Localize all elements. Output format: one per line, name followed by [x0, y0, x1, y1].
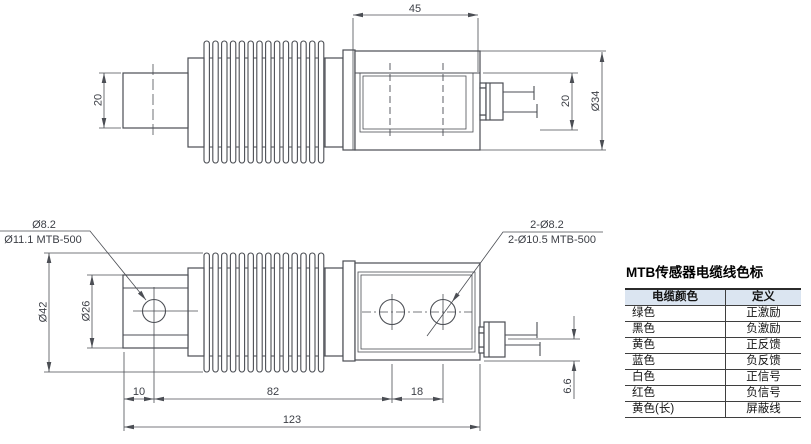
dim-dia34: Ø34	[480, 50, 606, 151]
dim-123-label: 123	[283, 414, 301, 426]
definition-cell: 负反馈	[725, 353, 801, 370]
definition-cell: 正激励	[725, 305, 801, 322]
header-definition: 定义	[725, 289, 801, 306]
dim-20-right: 20	[483, 72, 578, 131]
cable-color-cell: 黑色	[625, 321, 726, 338]
dim-dia42-label: Ø42	[38, 302, 50, 323]
step-block	[187, 267, 205, 357]
cable-color-table: 电缆颜色 定义 绿色 正激励 黑色 负激励 黄色 正反馈 蓝色	[625, 288, 801, 418]
main-body	[354, 262, 481, 361]
pocket-inner	[362, 75, 467, 130]
dim-18-label: 18	[411, 386, 423, 398]
left-shaft	[122, 72, 189, 129]
cable-gland-bottom	[478, 321, 506, 358]
main-body	[354, 50, 481, 151]
table-row: 绿色 正激励	[625, 305, 801, 322]
hole-vertical-centerlines	[391, 294, 444, 403]
table-row: 蓝色 负反馈	[625, 353, 801, 370]
bellows-end-cap	[324, 57, 344, 148]
table-row: 白色 正信号	[625, 369, 801, 386]
left-hole-label-2: Ø11.1 MTB-500	[4, 234, 81, 246]
definition-cell: 屏蔽线	[725, 401, 801, 418]
bottom-view-drawing: Ø8.2 Ø11.1 MTB-500 2-Ø8.2 2-Ø10.5 MTB-50…	[0, 219, 603, 431]
dim-dia34-label: Ø34	[590, 91, 602, 112]
table-header-row: 电缆颜色 定义	[625, 289, 801, 306]
cable-table-title: MTB传感器电缆线色标	[626, 265, 764, 280]
table-row: 红色 负信号	[625, 385, 801, 402]
dim-6-6-label: 6.6	[562, 378, 574, 393]
cable-color-cell: 白色	[625, 369, 726, 386]
dim-20-right-label: 20	[560, 95, 572, 107]
step-block	[187, 57, 205, 148]
cable-color-cell: 绿色	[625, 305, 726, 322]
left-hole-centerlines	[133, 287, 198, 403]
dim-dia42: Ø42	[38, 252, 203, 373]
cable-color-cell: 黄色(长)	[625, 401, 726, 418]
right-holes-label-2: 2-Ø10.5 MTB-500	[508, 234, 596, 246]
definition-cell: 负信号	[725, 385, 801, 402]
left-hole-label-1: Ø8.2	[32, 219, 56, 231]
dim-chain-10-82-18: 10 82 18	[123, 352, 481, 431]
dim-45-label: 45	[409, 3, 421, 15]
dim-20-left: 20	[93, 72, 121, 129]
table-row: 黑色 负激励	[625, 321, 801, 338]
dim-dia26: Ø26	[81, 274, 123, 349]
definition-cell: 正反馈	[725, 337, 801, 354]
right-holes-label-1: 2-Ø8.2	[530, 219, 564, 231]
left-hole-callout: Ø8.2 Ø11.1 MTB-500	[0, 219, 147, 301]
dim-82-label: 82	[267, 386, 279, 398]
header-cable-color: 电缆颜色	[625, 289, 726, 306]
pocket-outer	[357, 271, 476, 353]
flange	[342, 260, 356, 362]
dim-45: 45	[352, 3, 479, 150]
dim-dia26-label: Ø26	[81, 301, 93, 322]
cable-color-cell: 蓝色	[625, 353, 726, 370]
top-view-drawing: 45 20 20 Ø34	[93, 3, 606, 164]
table-row: 黄色 正反馈	[625, 337, 801, 354]
cable-color-cell: 红色	[625, 385, 726, 402]
dim-6-6: 6.6	[484, 316, 580, 399]
dim-20-left-label: 20	[93, 94, 105, 106]
bellows-end-cap	[324, 267, 344, 357]
left-block-lines	[123, 287, 188, 336]
pocket-outer	[359, 72, 474, 133]
cable-lines-bottom	[505, 322, 541, 356]
centerlines-body-holes	[389, 63, 444, 140]
right-holes-callout: 2-Ø8.2 2-Ø10.5 MTB-500	[426, 219, 603, 337]
dim-123: 123	[124, 414, 480, 430]
definition-cell: 正信号	[725, 369, 801, 386]
dim-10-label: 10	[133, 386, 145, 398]
left-block	[122, 274, 189, 349]
cable-color-cell: 黄色	[625, 337, 726, 354]
cable-lines-top	[503, 86, 538, 118]
cable-gland-top	[479, 82, 504, 121]
definition-cell: 负激励	[725, 321, 801, 338]
table-row: 黄色(长) 屏蔽线	[625, 401, 801, 418]
cable-color-panel: MTB传感器电缆线色标 电缆颜色 定义 绿色 正激励 黑色 负激励 黄色	[625, 261, 801, 418]
bellows-fins	[203, 40, 325, 164]
bellows-fins	[203, 252, 325, 373]
